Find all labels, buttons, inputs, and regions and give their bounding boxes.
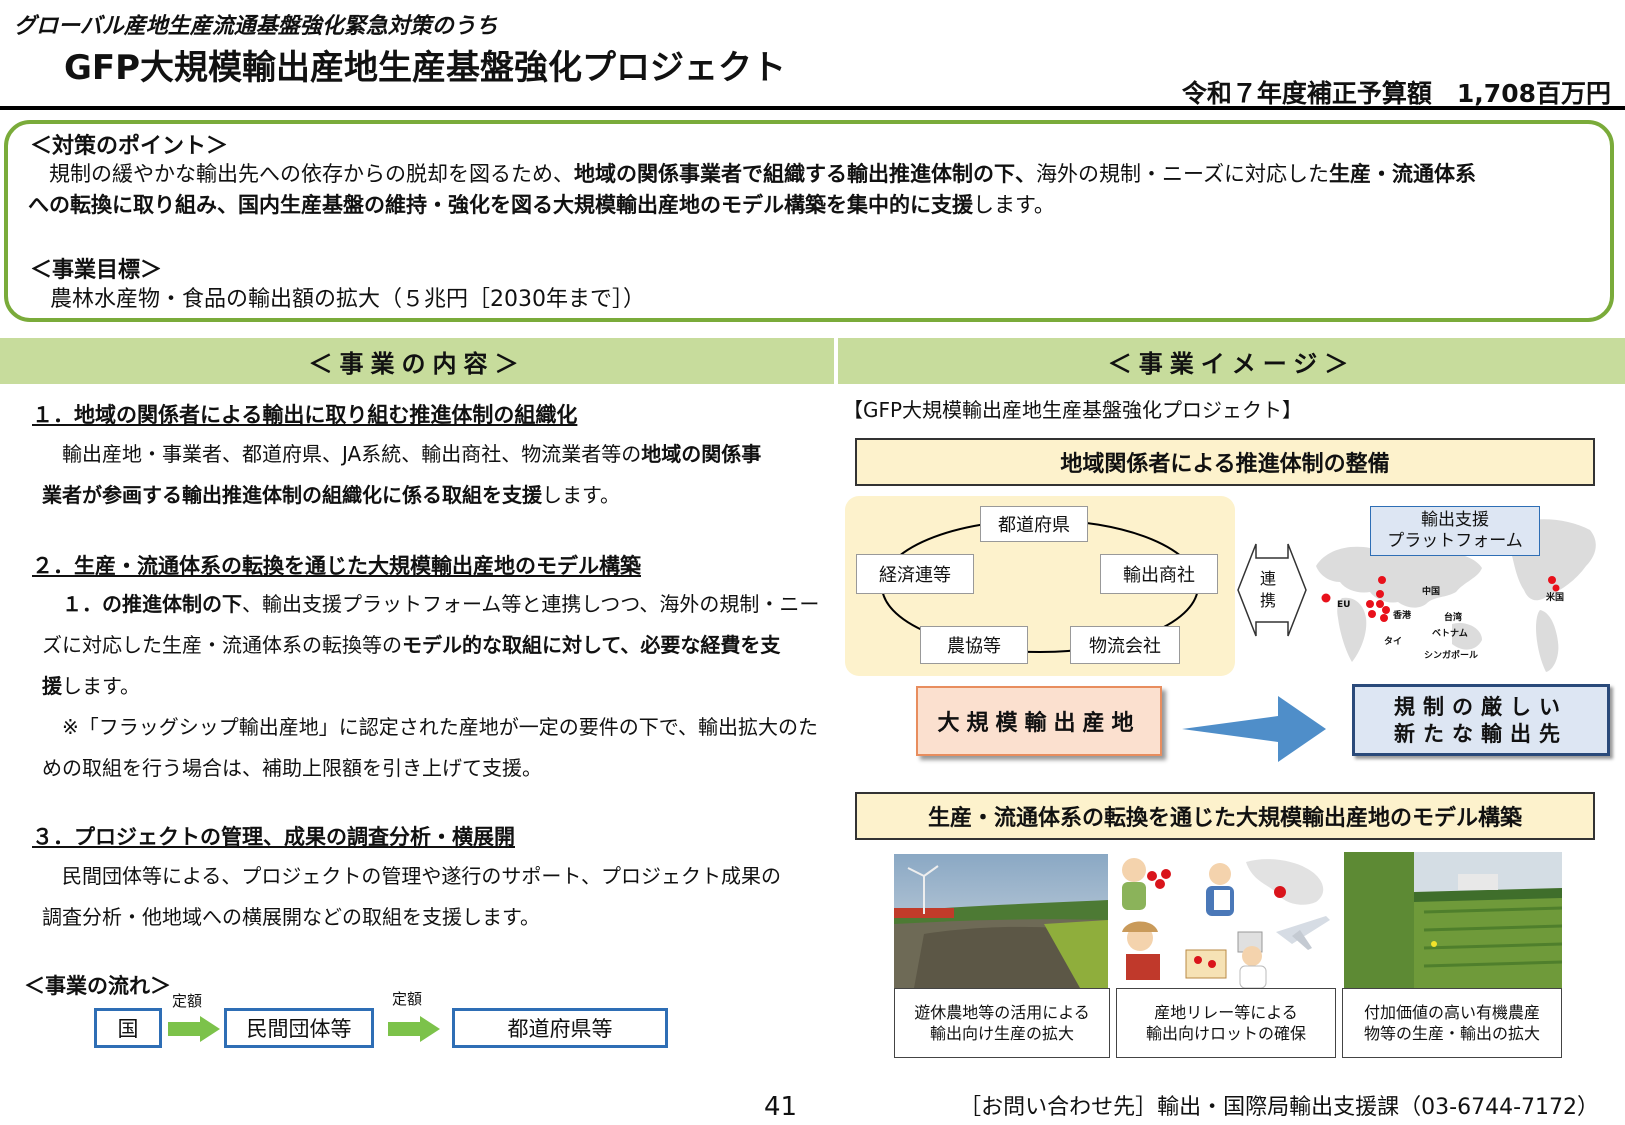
flow-box-country: 国 — [94, 1008, 162, 1048]
points-line-2: への転換に取り組み、国内生産基盤の維持・強化を図る大規模輸出産地のモデル構築を集… — [28, 193, 1055, 217]
map-label-vietnam: ベトナム — [1432, 629, 1468, 639]
flow-label-2: 定額 — [392, 990, 423, 1008]
link-label: 連携 — [1260, 569, 1277, 610]
points-line-1: 規制の緩やかな輸出先への依存からの脱却を図るため、地域の関係事業者で組織する輸出… — [28, 162, 1476, 186]
bar-model-building: 生産・流通体系の転換を通じた大規模輸出産地のモデル構築 — [855, 792, 1595, 840]
tea-field-photo — [1344, 852, 1562, 988]
flow-arrow-2 — [388, 1016, 440, 1042]
relay-illustration — [1116, 852, 1338, 990]
map-label-us: 米国 — [1546, 593, 1565, 603]
page-title: GFP大規模輸出産地生産基盤強化プロジェクト — [64, 48, 787, 88]
goal-text: 農林水産物・食品の輸出額の拡大（５兆円［2030年まで］） — [28, 287, 645, 312]
budget-amount: 令和７年度補正予算額 1,708百万円 — [1181, 79, 1611, 108]
project-label: 【GFP大規模輸出産地生産基盤強化プロジェクト】 — [843, 398, 1303, 422]
caption-farmland: 遊休農地等の活用による輸出向け生産の拡大 — [894, 988, 1110, 1058]
node-economic-federation: 経済連等 — [856, 554, 974, 594]
caption-relay: 産地リレー等による輸出向けロットの確保 — [1116, 988, 1336, 1058]
node-prefecture: 都道府県 — [980, 506, 1088, 542]
bar-promotion-system: 地域関係者による推進体制の整備 — [855, 438, 1595, 486]
map-label-singapore: シンガポール — [1424, 651, 1479, 661]
section-3-text: 民間団体等による、プロジェクトの管理や遂行のサポート、プロジェクト成果の 調査分… — [42, 864, 781, 929]
section-2-text: １．の推進体制の下、輸出支援プラットフォーム等と連携しつつ、海外の規制・ニー ズ… — [42, 592, 820, 780]
header-rule — [0, 106, 1625, 110]
map-label-eu: EU — [1337, 600, 1351, 610]
points-heading: ＜対策のポイント＞ — [30, 134, 229, 159]
contact-info: ［お問い合わせ先］輸出・国際局輸出支援課（03-6744-7172） — [959, 1095, 1599, 1120]
flow-box-prefecture: 都道府県等 — [452, 1008, 668, 1048]
points-box — [4, 120, 1614, 322]
strict-new-markets: 規制の厳しい新たな輸出先 — [1352, 684, 1610, 756]
content-band: ＜事業の内容＞ — [0, 338, 834, 384]
platform-box: 輸出支援プラットフォーム — [1370, 506, 1540, 556]
transition-arrow — [1182, 696, 1326, 762]
image-band: ＜事業イメージ＞ — [838, 338, 1625, 384]
section-1-title: １．地域の関係者による輸出に取り組む推進体制の組織化 — [32, 403, 578, 427]
flow-heading: ＜事業の流れ＞ — [24, 974, 171, 998]
flow-label-1: 定額 — [172, 992, 203, 1010]
link-double-arrow — [1237, 543, 1307, 637]
map-label-thailand: タイ — [1384, 637, 1403, 647]
farmland-photo — [894, 854, 1108, 988]
map-label-china: 中国 — [1422, 587, 1441, 597]
node-logistics: 物流会社 — [1070, 626, 1180, 664]
goal-heading: ＜事業目標＞ — [30, 258, 163, 283]
section-2-title: ２．生産・流通体系の転換を通じた大規模輸出産地のモデル構築 — [32, 554, 641, 578]
header-subtitle: グローバル産地生産流通基盤強化緊急対策のうち — [14, 14, 498, 39]
section-1-text: 輸出産地・事業者、都道府県、JA系統、輸出商社、物流業者等の地域の関係事 業者が… — [42, 442, 762, 507]
large-scale-export-area: 大規模輸出産地 — [916, 686, 1162, 756]
node-trading-company: 輸出商社 — [1100, 554, 1218, 594]
flow-arrow-1 — [168, 1016, 220, 1042]
map-label-taiwan: 台湾 — [1444, 613, 1463, 623]
section-3-title: ３．プロジェクトの管理、成果の調査分析・横展開 — [32, 825, 515, 849]
caption-organic: 付加価値の高い有機農産物等の生産・輸出の拡大 — [1342, 988, 1562, 1058]
node-ja: 農協等 — [920, 626, 1028, 664]
flow-box-private-org: 民間団体等 — [224, 1008, 374, 1048]
map-label-hongkong: 香港 — [1393, 611, 1412, 621]
page-number: 41 — [764, 1092, 798, 1122]
